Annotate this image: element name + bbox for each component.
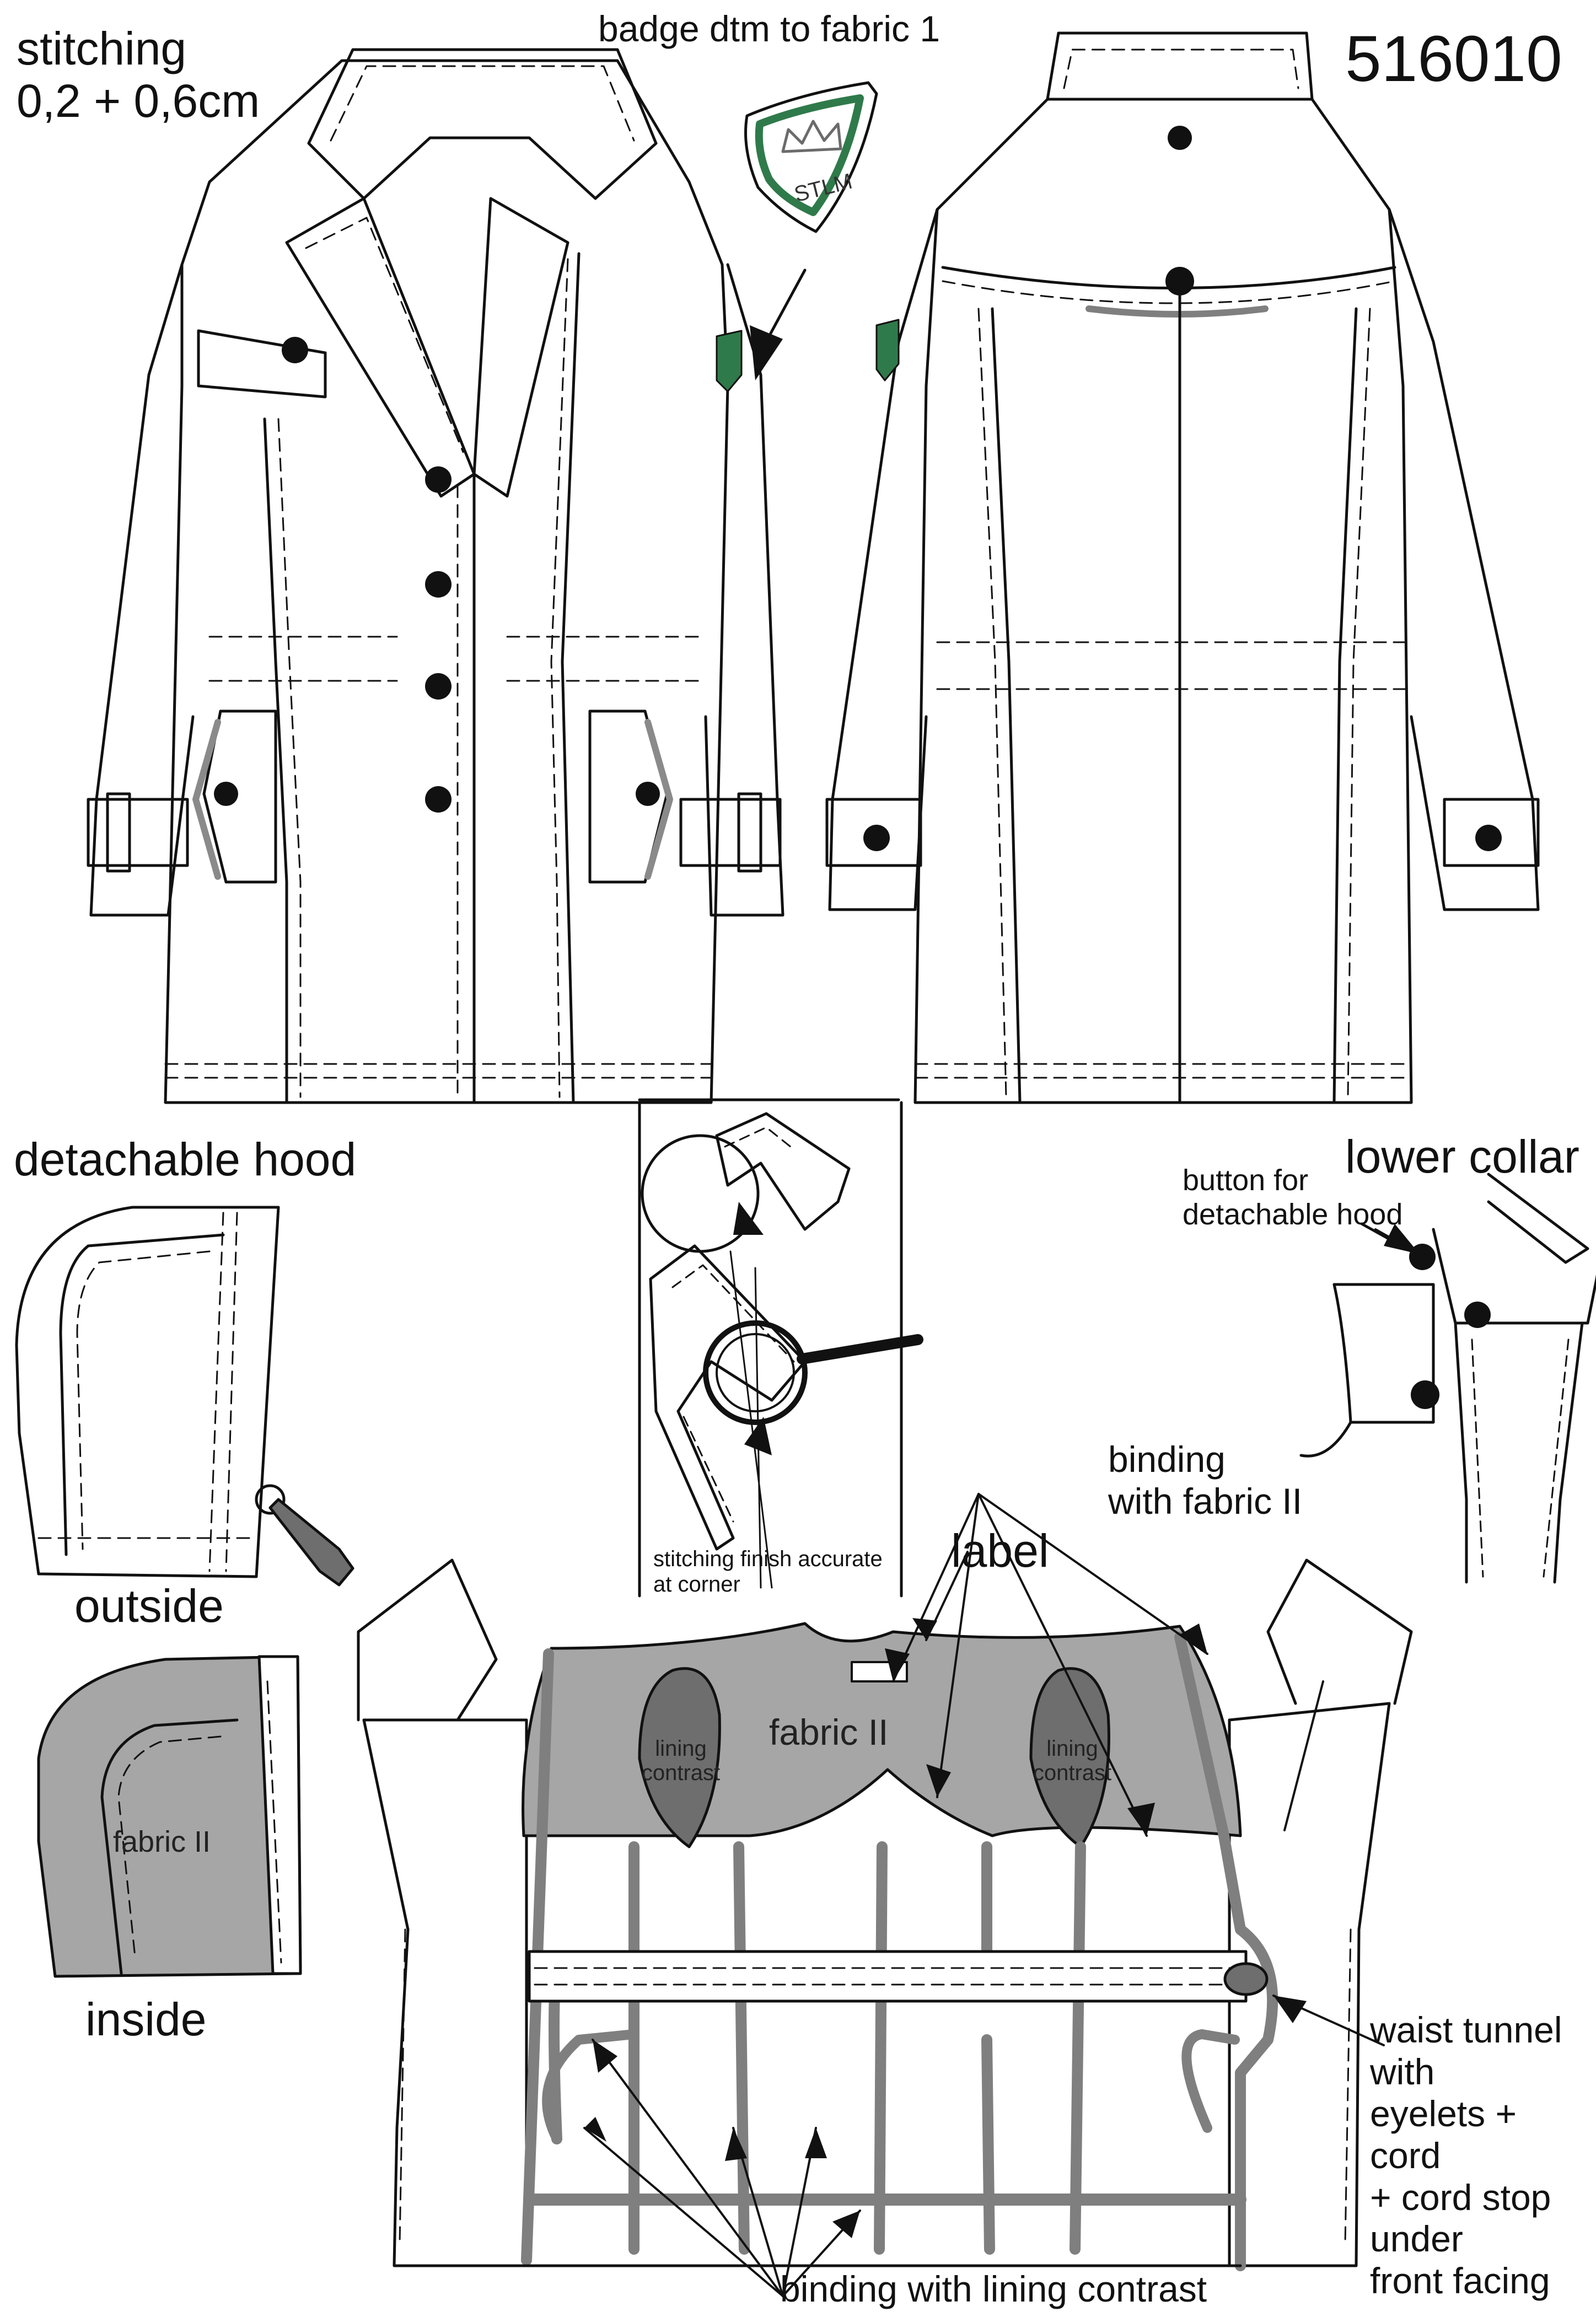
badge-note: badge dtm to fabric 1 [598, 8, 941, 49]
hood-outside-label: outside [74, 1580, 224, 1632]
yoke-button [1165, 267, 1194, 295]
button-3 [425, 673, 452, 700]
crown-icon [781, 120, 842, 153]
front-lapel-right [472, 197, 569, 498]
button-2 [425, 571, 452, 598]
lining-contrast-panel-left [638, 1667, 721, 1848]
pocket-button-right [636, 782, 660, 806]
binding-lining-note: binding with lining contrast [780, 2268, 1207, 2309]
style-number: 516010 [1345, 23, 1562, 95]
pocket-button-left [214, 782, 238, 806]
front-panel-seam-right [561, 252, 581, 1104]
lining-fabric-label: fabric II [769, 1712, 889, 1752]
lining-contrast-label-right: lining contrast [1033, 1737, 1112, 1785]
cuff-button-left [863, 825, 890, 851]
back-body-outline [913, 98, 1413, 1104]
lining-contrast-label-left: lining contrast [641, 1737, 721, 1785]
callout-arrowheads [584, 1224, 1420, 2238]
hood-outside-shape [15, 1206, 280, 1578]
front-cuff-left [87, 798, 189, 867]
hood-fabric-label: fabric II [113, 1825, 211, 1858]
back-buttons [863, 126, 1502, 851]
collar-tab-button [1411, 1380, 1439, 1409]
hood-eyelet [255, 1484, 286, 1515]
back-panel-seam-right [1332, 307, 1358, 1104]
binding-fabric-note: binding with fabric II [1108, 1439, 1303, 1522]
inside-right-facing [1228, 1702, 1391, 2267]
back-sleeve-left [828, 208, 939, 911]
lower-collar-title: lower collar [1345, 1131, 1579, 1182]
cuff-button-right [1475, 825, 1502, 851]
hood-inside [37, 1655, 302, 1978]
hood-outside [15, 1206, 354, 1587]
waist-tunnel-note: waist tunnel with eyelets + cord + cord … [1370, 2009, 1562, 2302]
back-panel-seam-left [991, 307, 1022, 1104]
button-1 [425, 466, 452, 493]
hood-inside-label: inside [85, 1993, 207, 2045]
magnifier-handle [797, 1334, 923, 1364]
lower-collar-detail [1299, 1173, 1596, 1584]
front-buttons [214, 337, 660, 813]
magnifier-lens [703, 1320, 808, 1425]
front-body-outline [164, 59, 729, 1104]
button-4 [425, 786, 452, 813]
stitching-title: stitching [17, 23, 187, 74]
corner-collar-sketch [715, 1112, 851, 1231]
back-view [825, 31, 1540, 1104]
corner-lapel-sketch [649, 1244, 807, 1551]
corner-detail-box [638, 1098, 923, 1598]
label-callout: label [951, 1525, 1049, 1577]
shoulder-tab-button [282, 337, 308, 363]
button-note: button for detachable hood [1183, 1164, 1403, 1232]
collar-button [1168, 126, 1192, 150]
waist-cord-right [1181, 2029, 1240, 2133]
inside-view [357, 1558, 1413, 2271]
front-panel-seam-left [263, 417, 288, 1104]
waist-cord-left [542, 2029, 639, 2144]
front-shoulder-tab [197, 329, 327, 399]
sleeve-badge-back [875, 319, 900, 381]
hood-inside-shape [37, 1655, 302, 1978]
lower-collar-buttons [1409, 1244, 1491, 1409]
cord-stop [1223, 1962, 1269, 1996]
back-sleeve-right [1388, 208, 1540, 911]
front-pocket-left [202, 709, 277, 884]
inside-left-facing [362, 1718, 528, 2267]
hood-title: detachable hood [14, 1133, 357, 1185]
back-cuff-left [825, 798, 922, 867]
sleeve-badge-front [716, 330, 743, 393]
waist-tunnel [528, 1950, 1248, 2003]
back-cuff-right [1443, 798, 1540, 867]
stitching-finish-note: stitching finish accurate at corner [653, 1547, 883, 1596]
back-collar [1046, 31, 1314, 101]
badge-pointer-arrow [767, 268, 807, 338]
stitching-spec: 0,2 + 0,6cm [17, 75, 260, 127]
badge-detail [744, 81, 878, 233]
front-collar [307, 48, 658, 200]
front-sleeve-left [89, 263, 195, 917]
front-cuff-right [679, 798, 782, 867]
hood-tab [268, 1498, 354, 1587]
collar-stand-button [1464, 1302, 1491, 1328]
